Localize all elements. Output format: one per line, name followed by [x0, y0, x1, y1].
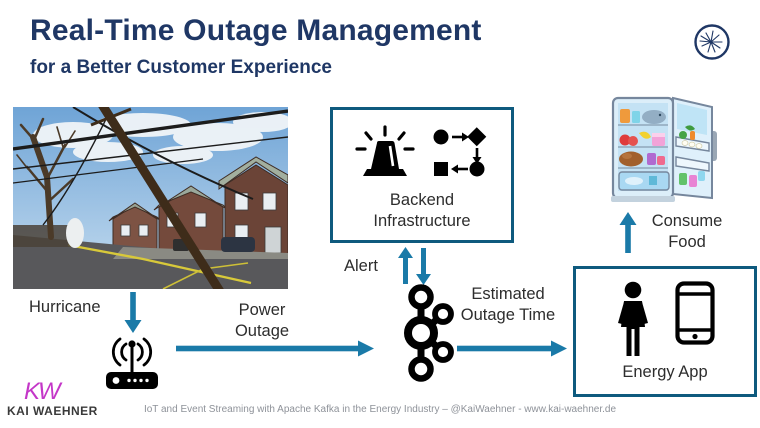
kafka-logo-icon: [387, 283, 455, 383]
router-icon: [101, 330, 163, 392]
hurricane-arrow: [124, 291, 142, 333]
fridge-illustration: [597, 95, 721, 207]
energy-app-label: Energy App: [622, 363, 708, 381]
kai-waehner-name: KAI WAEHNER: [7, 404, 98, 418]
alert-label: Alert: [344, 257, 378, 275]
backend-infrastructure-box: Backend Infrastructure: [330, 107, 514, 243]
estimated-outage-arrow: [457, 340, 567, 357]
kai-waehner-logo: KW: [24, 378, 61, 405]
energy-app-box: Energy App: [573, 266, 757, 397]
power-outage-label: Power Outage: [234, 301, 290, 341]
person-icon: [615, 281, 651, 357]
power-outage-arrow: [176, 340, 374, 357]
confluent-logo-icon: [692, 22, 732, 62]
hurricane-label: Hurricane: [29, 298, 101, 316]
backend-infrastructure-label: Backend Infrastructure: [373, 191, 471, 231]
siren-icon: [354, 124, 416, 182]
hurricane-damage-photo: [13, 107, 288, 289]
page-subtitle: for a Better Customer Experience: [30, 57, 332, 78]
smartphone-icon: [675, 281, 715, 345]
footer-attribution: IoT and Event Streaming with Apache Kafk…: [143, 404, 617, 415]
consume-food-label: Consume Food: [651, 212, 723, 252]
consume-food-arrow: [619, 212, 637, 254]
estimated-outage-time-label: Estimated Outage Time: [460, 285, 556, 325]
workflow-icon: [432, 126, 490, 180]
alert-down-arrow: [416, 247, 431, 285]
page-title: Real-Time Outage Management: [30, 14, 482, 47]
alert-up-arrow: [398, 247, 413, 285]
